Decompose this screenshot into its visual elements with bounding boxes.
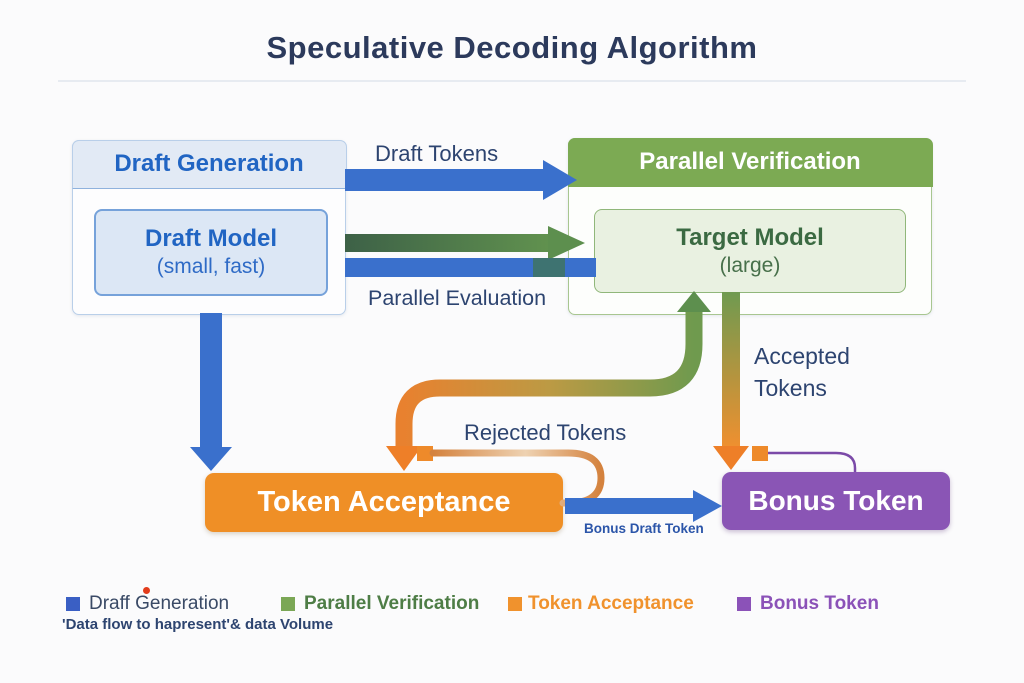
draft-model-box: Draft Model (small, fast) bbox=[94, 209, 328, 296]
parallel-evaluation-label: Parallel Evaluation bbox=[368, 286, 547, 310]
target-model-name: Target Model bbox=[676, 223, 824, 251]
draft-model-name: Draft Model bbox=[145, 225, 277, 253]
acceptance-connector-square bbox=[417, 446, 433, 461]
red-speck bbox=[143, 587, 150, 594]
legend-item-token-acceptance: Token Acceptance bbox=[508, 593, 694, 615]
target-model-box: Target Model (large) bbox=[594, 209, 906, 293]
legend-label: Parallel Verification bbox=[304, 593, 480, 614]
bonus-connector-square bbox=[752, 446, 768, 461]
legend-swatch-purple bbox=[737, 597, 751, 611]
title-divider bbox=[58, 80, 966, 82]
draft-generation-header: Draft Generation bbox=[71, 139, 347, 189]
bonus-token-box: Bonus Token bbox=[722, 472, 950, 530]
draft-model-detail: (small, fast) bbox=[156, 255, 266, 279]
legend-swatch-blue bbox=[66, 597, 80, 611]
blue-band-green-blend bbox=[533, 258, 565, 277]
legend-swatch-green bbox=[281, 597, 295, 611]
legend-label: Token Acceptance bbox=[528, 593, 694, 614]
legend-note: 'Data flow to hapresent'& data Volume bbox=[62, 616, 334, 633]
legend-item-bonus-token: Bonus Token bbox=[737, 593, 879, 615]
model-transfer-blue-band bbox=[345, 258, 596, 277]
page-title: Speculative Decoding Algorithm bbox=[266, 30, 758, 65]
draft-tokens-label: Draft Tokens bbox=[375, 141, 499, 166]
model-transfer-green-arrow-shaft bbox=[345, 234, 548, 252]
bonus-draft-token-arrow bbox=[565, 490, 722, 522]
legend-label: Bonus Token bbox=[760, 593, 879, 614]
legend-item-draft-generation: Draff Generation bbox=[66, 593, 229, 615]
parallel-verification-box: Parallel Verification Target Model (larg… bbox=[567, 137, 933, 315]
accepted-tokens-arrowhead bbox=[713, 446, 749, 470]
parallel-verification-header: Parallel Verification bbox=[567, 137, 933, 187]
legend-item-parallel-verification: Parallel Verification bbox=[281, 593, 479, 615]
accepted-tokens-label: Accepted Tokens bbox=[754, 343, 850, 401]
legend-label: Draff Generation bbox=[89, 593, 230, 614]
token-acceptance-box: Token Acceptance bbox=[205, 473, 563, 532]
draft-to-acceptance-arrow bbox=[190, 313, 232, 471]
bonus-connector-line bbox=[768, 451, 857, 472]
rejected-tokens-arrowhead bbox=[386, 446, 422, 471]
rejected-tokens-label: Rejected Tokens bbox=[464, 420, 627, 445]
bonus-draft-token-label: Bonus Draft Token bbox=[584, 521, 704, 536]
accepted-tokens-band bbox=[722, 292, 740, 446]
draft-generation-box: Draft Generation Draft Model (small, fas… bbox=[71, 139, 347, 315]
target-model-detail: (large) bbox=[719, 253, 781, 277]
legend-swatch-orange bbox=[508, 597, 522, 611]
